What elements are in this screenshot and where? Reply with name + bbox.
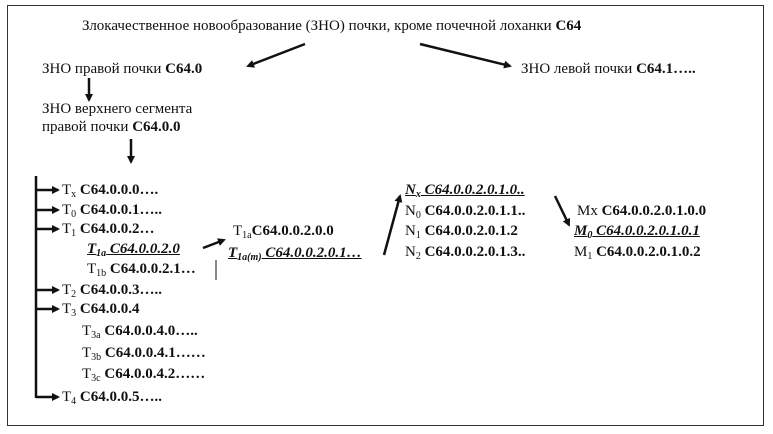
t-item-t1a: T1a С64.0.0.2.0 [87, 241, 180, 259]
arrow-t1am-to-n [382, 194, 403, 256]
t-item-t3b: T3b С64.0.0.4.1…… [82, 345, 206, 363]
root-code: С64 [555, 18, 582, 34]
t-item-t1: T1 С64.0.0.2… [62, 221, 155, 239]
t-item-t3c: T3c С64.0.0.4.2…… [82, 366, 206, 384]
t-item-t3: T3 С64.0.0.4 [62, 301, 140, 319]
t-item-t2: T2 С64.0.0.3….. [62, 282, 163, 300]
arrow-root-to-left [419, 42, 512, 69]
upper-segment-node: ЗНО верхнего сегмента правой почки С64.0… [42, 101, 193, 135]
t-item-t3a: T3a С64.0.0.4.0….. [82, 323, 198, 341]
m-item-m1: M1 С64.0.0.2.0.1.0.2 [574, 244, 701, 262]
n-item-n1: N1 С64.0.0.2.0.1.2 [405, 223, 518, 241]
t-item-t1b: T1b С64.0.0.2.1… [87, 261, 196, 279]
t-item-tx: Tx С64.0.0.0…. [62, 182, 159, 200]
t-item-t0: T0 С64.0.0.1….. [62, 202, 163, 220]
arrow-t1a-branch [202, 238, 226, 250]
m-item-m0: M0 С64.0.0.2.0.1.0.1 [574, 223, 700, 241]
arrow-nx-to-m [553, 195, 571, 227]
m-item-mx: Mx С64.0.0.2.0.1.0.0 [577, 203, 707, 219]
root-text: Злокачественное новообразование (ЗНО) по… [82, 18, 556, 34]
n-item-nx: Nx С64.0.0.2.0.1.0.. [405, 182, 525, 200]
arrow-root-to-right [246, 42, 306, 68]
t-item-t4: T4 С64.0.0.5….. [62, 389, 163, 407]
n-item-n2: N2 С64.0.0.2.0.1.3.. [405, 244, 526, 262]
t1a-branch-item-0: T1aС64.0.0.2.0.0 [233, 223, 334, 241]
diagram-frame [7, 5, 764, 426]
root-node: Злокачественное новообразование (ЗНО) по… [82, 17, 581, 35]
left-kidney-node: ЗНО левой почки С64.1….. [521, 61, 696, 77]
right-kidney-node: ЗНО правой почки С64.0 [42, 61, 203, 77]
n-item-n0: N0 С64.0.0.2.0.1.1.. [405, 203, 526, 221]
t1a-branch-item-1: T1a(m) С64.0.0.2.0.1… [228, 245, 362, 263]
